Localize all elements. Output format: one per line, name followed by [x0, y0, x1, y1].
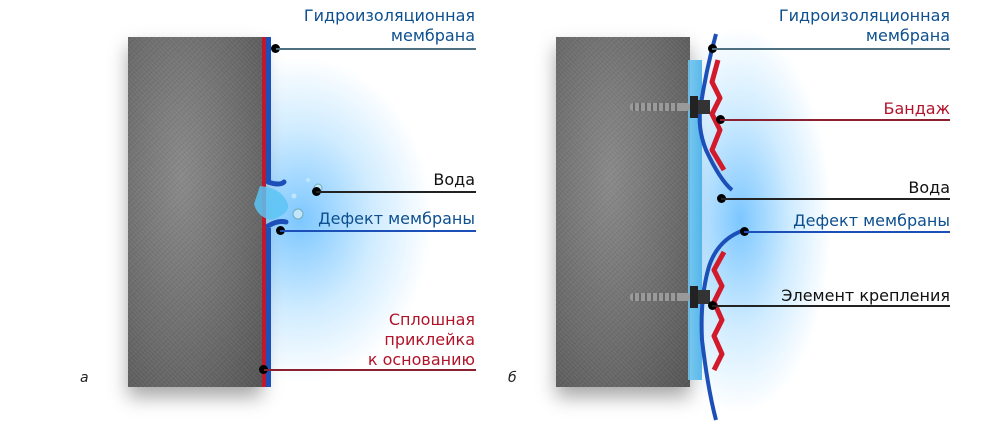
membrane-layer-bottom: [266, 228, 271, 387]
screw-fastener-icon: [630, 96, 710, 118]
concrete-base: [556, 37, 690, 387]
pointer-dot: [259, 365, 268, 374]
label-membrane-a: Гидроизоляционная мембрана: [304, 6, 475, 46]
membrane-layer-top: [266, 37, 271, 182]
membrane-and-bandage-icon: [697, 33, 745, 421]
panel-tag-a: а: [80, 370, 89, 386]
label-water-b: Вода: [908, 178, 950, 197]
label-text: к основанию: [367, 350, 475, 369]
concrete-base: [128, 37, 262, 387]
panel-tag-b: б: [508, 370, 517, 386]
leader-line-water: [316, 191, 476, 193]
label-text: Сплошная: [388, 310, 475, 329]
label-fastener-b: Элемент крепления: [781, 286, 950, 305]
leader-line-defect: [744, 231, 950, 233]
label-text: приклейка: [384, 330, 475, 349]
leader-line-bandage: [720, 119, 950, 121]
pointer-dot: [271, 44, 280, 53]
label-text: мембрана: [390, 26, 475, 45]
label-membrane-b: Гидроизоляционная мембрана: [779, 6, 950, 46]
label-water-a: Вода: [433, 170, 475, 189]
label-adhesion-a: Сплошная приклейка к основанию: [368, 310, 475, 370]
label-bandage-b: Бандаж: [883, 99, 950, 118]
label-defect-a: Дефект мембраны: [318, 209, 475, 228]
label-text: Гидроизоляционная: [778, 6, 950, 25]
diagram-panel-b: Гидроизоляционная мембрана Бандаж Вода Д…: [500, 0, 1000, 441]
label-text: мембрана: [865, 26, 950, 45]
screw-fastener-icon: [630, 286, 710, 308]
defect-water-icon: [254, 178, 323, 229]
label-text: Гидроизоляционная: [303, 6, 475, 25]
leader-line-membrane: [712, 48, 950, 50]
leader-line-defect: [280, 230, 476, 232]
label-defect-b: Дефект мембраны: [793, 211, 950, 230]
diagram-panel-a: Гидроизоляционная мембрана Вода Дефект м…: [80, 6, 476, 387]
leader-line-water: [721, 198, 950, 200]
leader-line-membrane: [276, 48, 476, 50]
leader-line-adhesion: [264, 369, 476, 371]
leader-line-fastener: [712, 305, 950, 307]
